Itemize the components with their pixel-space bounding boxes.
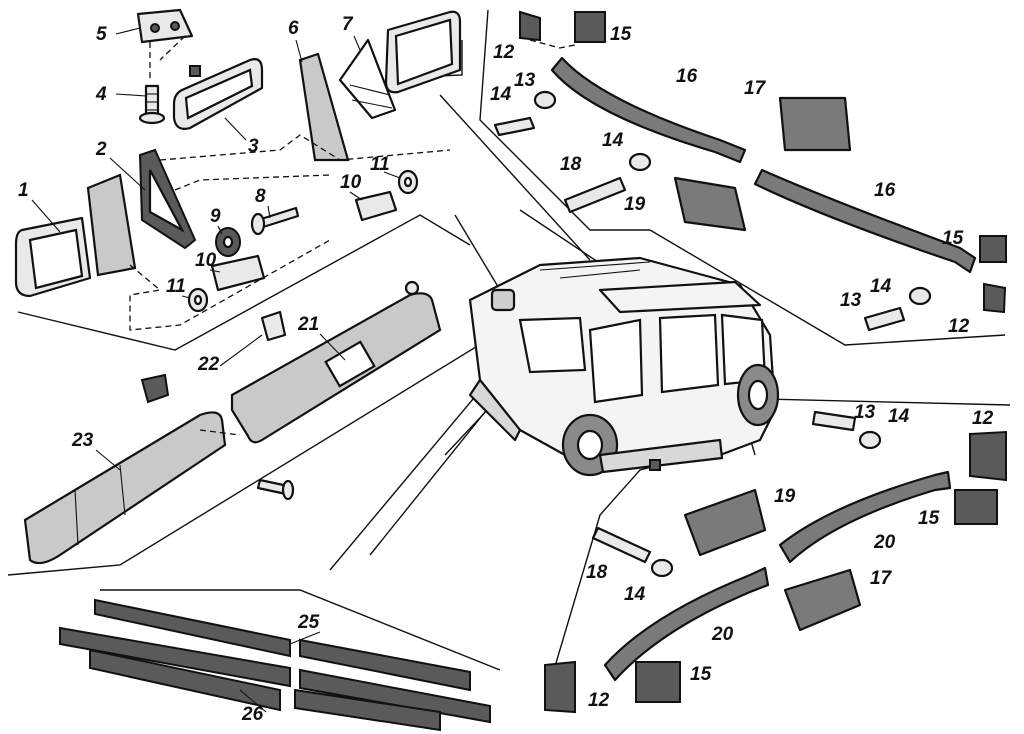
callout-12b: 12 [948,316,970,337]
callout-4: 4 [95,84,107,105]
callout-8: 8 [255,186,266,207]
callout-10a: 10 [195,250,217,271]
grab-handle-group-top [493,10,1007,332]
mirror-cover-panel [298,52,350,162]
exterior-mirror-right [338,10,462,120]
callout-12c: 12 [972,408,994,429]
callout-17a: 17 [744,78,767,99]
callout-3: 3 [248,136,259,157]
callout-15d: 15 [690,664,712,685]
callout-14e: 14 [624,584,646,605]
callout-14c: 14 [870,276,892,297]
callout-18a: 18 [560,154,582,175]
sun-visor-lower [23,411,295,565]
callout-7: 7 [342,14,354,35]
exterior-mirror-left [14,173,137,298]
callout-23: 23 [71,430,94,451]
callout-13c: 13 [854,402,876,423]
callout-9: 9 [210,206,221,227]
callout-2: 2 [95,139,107,160]
callout-16a: 16 [676,66,698,87]
trim-strips [59,598,491,732]
callout-16b: 16 [874,180,896,201]
callout-10b: 10 [340,172,362,193]
mirror-fasteners [129,134,451,331]
callout-22: 22 [197,354,220,375]
callout-15b: 15 [942,228,964,249]
callout-labels: 1 2 3 4 5 6 7 8 9 10 10 11 11 12 12 12 1… [18,14,994,725]
mirror-bracket [136,8,194,78]
grab-handle-group-bottom [544,410,1007,714]
sun-visor-upper [230,280,442,444]
callout-11a: 11 [166,276,186,297]
callout-13b: 13 [840,290,862,311]
callout-1: 1 [18,180,29,201]
callout-14d: 14 [888,406,910,427]
vehicle-rear-view [468,256,780,477]
callout-6: 6 [288,18,299,39]
callout-17b: 17 [870,568,893,589]
callout-15c: 15 [918,508,940,529]
callout-21: 21 [297,314,319,335]
callout-20b: 20 [711,624,734,645]
callout-14b: 14 [602,130,624,151]
callout-13a: 13 [514,70,536,91]
callout-15a: 15 [610,24,632,45]
visor-clip [140,310,287,404]
callout-12a: 12 [493,42,515,63]
callout-19a: 19 [624,194,646,215]
callout-leaders [31,27,401,713]
callout-5: 5 [96,24,107,45]
mirror-mount-screw [138,84,166,125]
mirror-gasket [138,148,197,250]
callout-14a: 14 [490,84,512,105]
interior-rearview-mirror [172,58,264,130]
callout-20a: 20 [873,532,896,553]
callout-12d: 12 [588,690,610,711]
callout-11b: 11 [370,154,390,175]
callout-25: 25 [297,612,320,633]
callout-19b: 19 [774,486,796,507]
callout-26: 26 [241,704,264,725]
callout-18b: 18 [586,562,608,583]
